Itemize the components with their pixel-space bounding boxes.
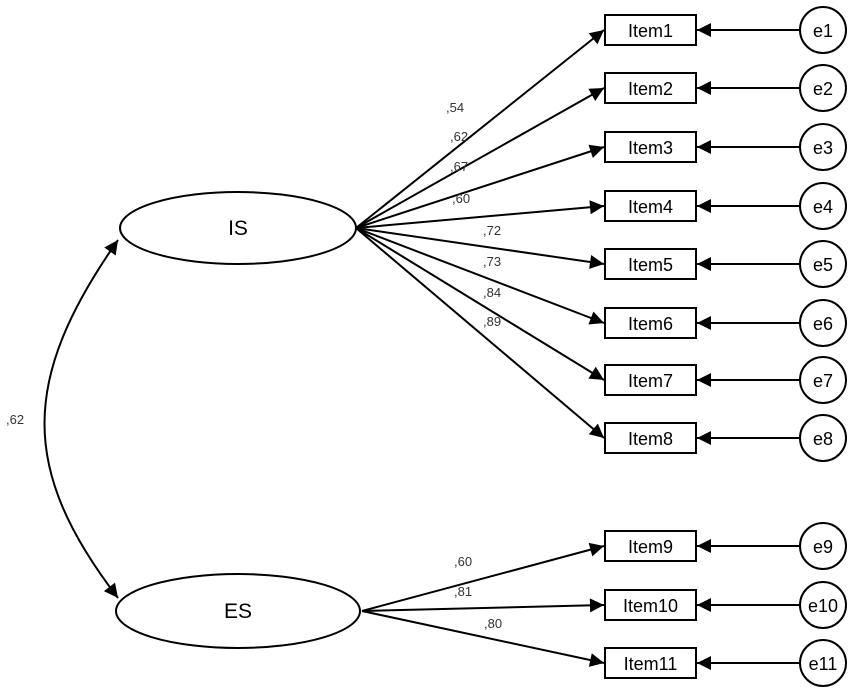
error-label-e5: e5 — [813, 255, 833, 275]
covariance-arrow — [43, 239, 119, 599]
loading-path-item10 — [361, 598, 605, 613]
loading-path-item1 — [355, 29, 605, 229]
error-term-e3 — [799, 123, 847, 171]
item-box-4 — [604, 190, 697, 222]
loading-path-item8 — [355, 227, 605, 439]
loading-value-item5: ,72 — [483, 223, 501, 238]
error-label-e4: e4 — [813, 197, 833, 217]
loading-path-item2 — [355, 87, 605, 229]
item-label-9: Item9 — [628, 537, 673, 557]
item-group-4: Item4 e4 ,60 — [355, 182, 847, 230]
error-term-e8 — [799, 414, 847, 462]
loading-value-item11: ,80 — [484, 616, 502, 631]
item-box-1 — [604, 14, 697, 46]
loading-value-item1: ,54 — [446, 100, 464, 115]
item-group-7: Item7 e7 ,84 — [355, 227, 847, 404]
item-box-7 — [604, 364, 697, 396]
item-label-3: Item3 — [628, 138, 673, 158]
error-term-e10 — [799, 581, 847, 629]
item-label-8: Item8 — [628, 429, 673, 449]
item-group-2: Item2 e2 ,62 — [355, 64, 847, 229]
error-label-e3: e3 — [813, 138, 833, 158]
item-box-6 — [604, 307, 697, 339]
error-term-e2 — [799, 64, 847, 112]
error-label-e10: e10 — [808, 596, 838, 616]
item-group-1: Item1 e1 ,54 — [355, 6, 847, 229]
item-group-6: Item6 e6 ,73 — [355, 227, 847, 347]
item-box-8 — [604, 422, 697, 454]
item-label-10: Item10 — [623, 596, 678, 616]
latent-IS-label: IS — [228, 217, 248, 240]
item-box-2 — [604, 72, 697, 104]
error-label-e2: e2 — [813, 79, 833, 99]
item-box-3 — [604, 131, 697, 163]
loading-path-item11 — [361, 610, 605, 667]
error-term-e4 — [799, 182, 847, 230]
loading-value-item7: ,84 — [483, 285, 501, 300]
loading-value-item2: ,62 — [450, 129, 468, 144]
error-label-e6: e6 — [813, 314, 833, 334]
loading-path-item5 — [355, 227, 605, 269]
error-term-e9 — [799, 522, 847, 570]
loading-value-item3: ,67 — [450, 159, 468, 174]
item-group-11: Item11 e11 ,80 — [361, 610, 847, 687]
loading-path-item6 — [355, 227, 605, 325]
item-group-9: Item9 e9 ,60 — [361, 522, 847, 612]
item-group-8: Item8 e8 ,89 — [355, 227, 847, 462]
item-box-11 — [604, 647, 697, 679]
error-term-e1 — [799, 6, 847, 54]
error-term-e5 — [799, 240, 847, 288]
item-label-7: Item7 — [628, 371, 673, 391]
error-label-e8: e8 — [813, 429, 833, 449]
error-term-e11 — [799, 639, 847, 687]
item-group-3: Item3 e3 ,67 — [355, 123, 847, 229]
error-label-e11: e11 — [809, 654, 838, 674]
error-label-e7: e7 — [813, 371, 833, 391]
loading-path-item9 — [361, 542, 605, 612]
item-box-10 — [604, 589, 697, 621]
error-term-e7 — [799, 356, 847, 404]
loading-value-item9: ,60 — [454, 554, 472, 569]
item-label-6: Item6 — [628, 314, 673, 334]
item-group-10: Item10 e10 ,81 — [361, 581, 847, 629]
loading-value-item6: ,73 — [483, 254, 501, 269]
latent-ES: ES — [115, 573, 361, 649]
item-box-9 — [604, 530, 697, 562]
item-label-2: Item2 — [628, 79, 673, 99]
error-label-e1: e1 — [813, 21, 833, 41]
error-label-e9: e9 — [813, 537, 833, 557]
item-box-5 — [604, 248, 697, 280]
latent-IS: IS — [119, 191, 357, 265]
loading-path-item4 — [355, 200, 605, 229]
correlation-label: ,62 — [6, 412, 24, 427]
item-label-1: Item1 — [628, 21, 673, 41]
loading-path-item7 — [355, 227, 605, 381]
loading-value-item4: ,60 — [452, 191, 470, 206]
item-label-4: Item4 — [628, 197, 673, 217]
error-term-e6 — [799, 299, 847, 347]
loading-value-item10: ,81 — [454, 584, 472, 599]
latent-ES-label: ES — [224, 600, 252, 623]
loading-path-item3 — [355, 144, 605, 229]
item-group-5: Item5 e5 ,72 — [355, 223, 847, 288]
item-label-5: Item5 — [628, 255, 673, 275]
item-label-11: Item11 — [624, 654, 678, 674]
loading-value-item8: ,89 — [483, 314, 501, 329]
